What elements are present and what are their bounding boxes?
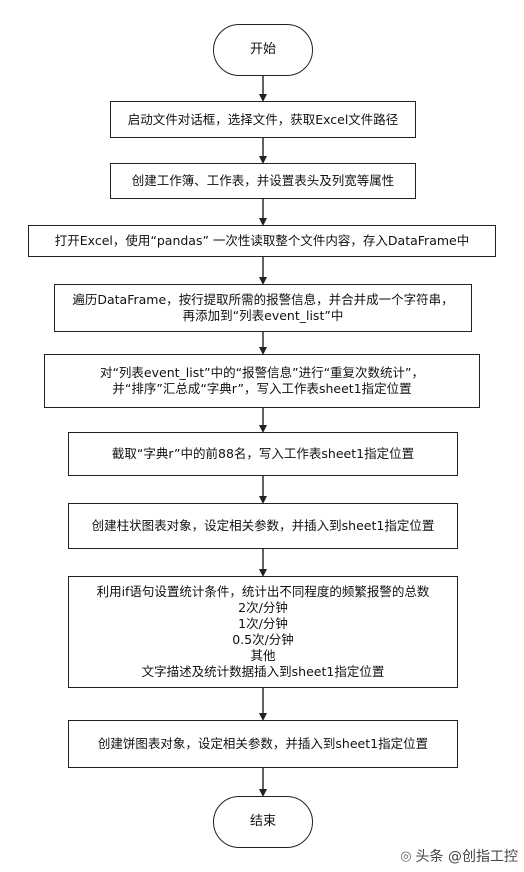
step-if-statistics-line5: 其他 [250, 648, 276, 663]
step-if-statistics-line3: 1次/分钟 [238, 616, 288, 631]
step-if-statistics-line4: 0.5次/分钟 [232, 632, 294, 647]
wechat-icon: ◎ [400, 848, 412, 864]
end-node: 结束 [213, 796, 313, 848]
step-bar-chart-text: 创建柱状图表对象，设定相关参数，并插入到sheet1指定位置 [91, 518, 435, 533]
step-if-statistics-line2: 2次/分钟 [238, 600, 288, 615]
step-iterate-dataframe-line2: 再添加到“列表event_list”中 [182, 308, 344, 323]
step-iterate-dataframe-line1: 遍历DataFrame，按行提取所需的报警信息，并合并成一个字符串， [72, 292, 454, 307]
watermark-text: 头条 @创指工控 [415, 849, 518, 865]
step-read-pandas: 打开Excel，使用“pandas” 一次性读取整个文件内容，存入DataFra… [28, 225, 496, 257]
step-select-file: 启动文件对话框，选择文件，获取Excel文件路径 [110, 101, 416, 138]
step-create-workbook: 创建工作簿、工作表，并设置表头及列宽等属性 [110, 163, 416, 199]
step-count-sort: 对“列表event_list”中的“报警信息”进行“重复次数统计”， 并“排序”… [44, 354, 480, 408]
step-read-pandas-text: 打开Excel，使用“pandas” 一次性读取整个文件内容，存入DataFra… [54, 233, 470, 248]
step-bar-chart: 创建柱状图表对象，设定相关参数，并插入到sheet1指定位置 [68, 503, 458, 549]
step-count-sort-line1: 对“列表event_list”中的“报警信息”进行“重复次数统计”， [99, 365, 425, 380]
end-node-label: 结束 [249, 814, 276, 829]
step-create-workbook-text: 创建工作簿、工作表，并设置表头及列宽等属性 [131, 173, 395, 188]
watermark: ◎ 头条 @创指工控 [400, 846, 518, 866]
step-pie-chart-text: 创建饼图表对象，设定相关参数，并插入到sheet1指定位置 [97, 736, 429, 751]
step-top88-text: 截取“字典r”中的前88名，写入工作表sheet1指定位置 [111, 446, 415, 461]
step-count-sort-line2: 并“排序”汇总成“字典r”，写入工作表sheet1指定位置 [112, 381, 412, 396]
step-if-statistics: 利用if语句设置统计条件，统计出不同程度的频繁报警的总数 2次/分钟 1次/分钟… [68, 576, 458, 688]
step-top88: 截取“字典r”中的前88名，写入工作表sheet1指定位置 [68, 432, 458, 476]
step-select-file-text: 启动文件对话框，选择文件，获取Excel文件路径 [127, 111, 399, 127]
start-node: 开始 [213, 24, 313, 76]
step-iterate-dataframe: 遍历DataFrame，按行提取所需的报警信息，并合并成一个字符串， 再添加到“… [54, 284, 472, 332]
step-pie-chart: 创建饼图表对象，设定相关参数，并插入到sheet1指定位置 [68, 720, 458, 768]
step-if-statistics-line1: 利用if语句设置统计条件，统计出不同程度的频繁报警的总数 [96, 584, 430, 599]
start-node-label: 开始 [249, 42, 276, 57]
step-if-statistics-line6: 文字描述及统计数据插入到sheet1指定位置 [141, 664, 385, 679]
